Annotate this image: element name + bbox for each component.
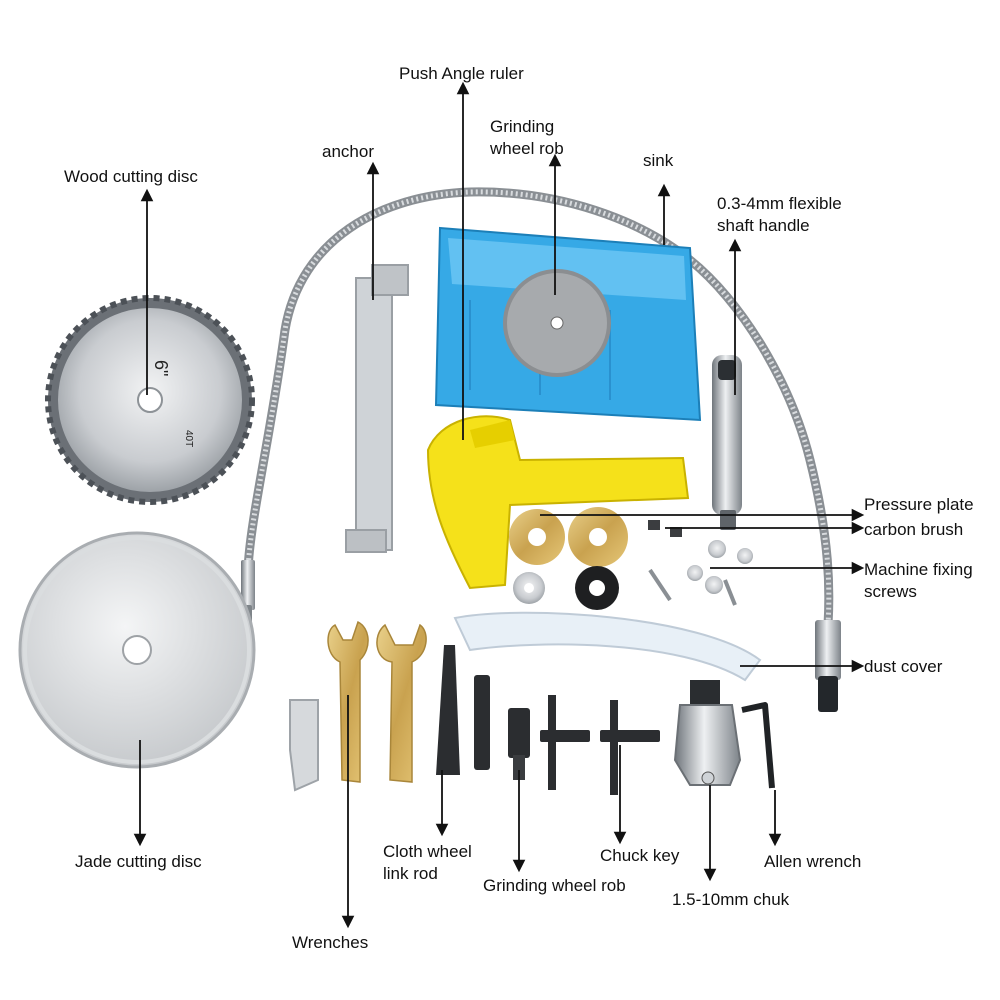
label-chuck: 1.5-10mm chuk	[672, 890, 790, 909]
label-grinding-wheel-rob-top-line1: Grinding	[490, 117, 555, 136]
label-carbon-brush: carbon brush	[864, 520, 964, 539]
label-flexible-shaft-handle-line2: shaft handle	[717, 216, 810, 235]
label-cloth-wheel-link-rod: Cloth wheel link rod	[383, 841, 472, 885]
label-grinding-wheel-rob-top-line2: wheel rob	[490, 139, 564, 158]
label-grinding-wheel-rob-bottom: Grinding wheel rob	[483, 876, 626, 895]
cloth-wheel-link-rod	[436, 645, 490, 775]
allen-wrench	[741, 702, 775, 789]
callout-arrows	[133, 81, 865, 929]
label-flexible-shaft-handle-line1: 0.3-4mm flexible	[717, 194, 842, 213]
dust-cover	[453, 611, 762, 682]
label-anchor: anchor	[322, 142, 374, 161]
bracket	[289, 699, 319, 792]
grinding-wheel-rob-bottom	[508, 708, 530, 780]
anchor-bar	[345, 264, 409, 553]
drill-chuck	[673, 680, 742, 786]
blade-size-text: 6"	[151, 360, 171, 376]
label-pressure-plate: Pressure plate	[864, 495, 974, 514]
label-cloth-wheel-link-rod-line1: Cloth wheel	[383, 842, 472, 861]
label-grinding-wheel-rob-top: Grinding wheel rob	[490, 116, 564, 160]
label-dust-cover: dust cover	[864, 657, 943, 676]
label-jade-cutting-disc: Jade cutting disc	[75, 852, 202, 871]
label-cloth-wheel-link-rod-line2: link rod	[383, 864, 438, 883]
flexible-shaft-handle	[712, 355, 742, 530]
grinding-wheel-top	[503, 269, 611, 377]
wood-cutting-disc: 6" 40T	[45, 295, 255, 505]
push-angle-ruler	[426, 415, 690, 590]
label-sink: sink	[643, 151, 674, 170]
flexible-shaft	[243, 187, 834, 630]
shaft-end-right	[815, 620, 841, 712]
label-wrenches: Wrenches	[292, 933, 369, 952]
label-machine-fixing-screws-line1: Machine fixing	[864, 560, 973, 579]
label-machine-fixing-screws: Machine fixing screws	[864, 559, 973, 603]
wrenches	[327, 620, 427, 783]
label-machine-fixing-screws-line2: screws	[864, 582, 917, 601]
label-allen-wrench: Allen wrench	[764, 852, 862, 871]
machine-screws	[648, 540, 753, 606]
label-push-angle-ruler: Push Angle ruler	[399, 64, 524, 83]
carbon-brush	[648, 520, 682, 537]
label-flexible-shaft-handle: 0.3-4mm flexible shaft handle	[717, 193, 842, 237]
chuck-keys	[540, 695, 660, 795]
pressure-plates	[509, 507, 628, 610]
label-chuck-key: Chuck key	[600, 846, 680, 865]
label-wood-cutting-disc: Wood cutting disc	[64, 167, 198, 186]
blade-teeth-text: 40T	[183, 430, 194, 447]
jade-cutting-disc	[18, 531, 256, 769]
